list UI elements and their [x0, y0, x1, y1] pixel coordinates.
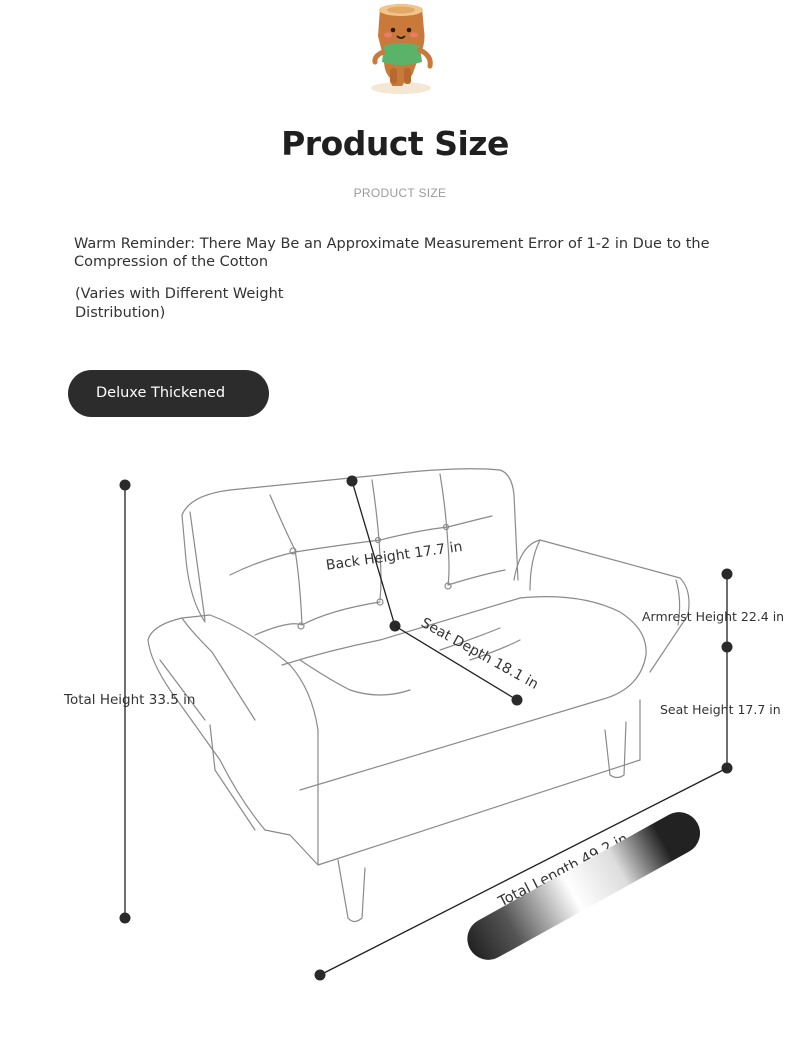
seat-height-label: Seat Height 17.7 in: [660, 702, 781, 717]
page-subtitle: PRODUCT SIZE: [353, 186, 447, 200]
tree-stump-mascot-icon: [371, 4, 433, 94]
weight-distribution-note: (Varies with Different Weight Distributi…: [75, 286, 284, 321]
warm-reminder-text: Warm Reminder: There May Be an Approxima…: [74, 236, 710, 270]
armrest-height-label: Armrest Height 22.4 in: [642, 609, 785, 624]
total-height-label: Total Height 33.5 in: [64, 692, 196, 708]
model-label-badge: Deluxe Thickened Model: [68, 370, 269, 448]
page-title: Product Size: [281, 124, 509, 163]
